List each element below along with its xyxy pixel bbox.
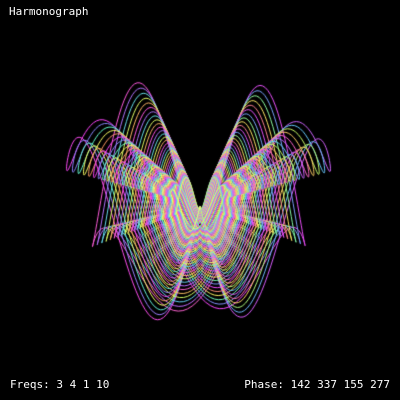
phase-value-3: 155 — [343, 378, 364, 391]
app-title: Harmonograph — [9, 5, 89, 18]
phase-value-2: 337 — [317, 378, 337, 391]
freqs-value-2: 4 — [69, 378, 77, 391]
freqs-readout: Freqs: 3 4 1 10 — [10, 379, 109, 391]
freqs-value-1: 3 — [56, 378, 63, 391]
freqs-value-4: 10 — [96, 378, 110, 391]
phase-label: Phase: — [244, 378, 284, 391]
freqs-value-3: 1 — [82, 378, 90, 391]
phase-value-4: 277 — [370, 378, 390, 391]
phase-value-1: 142 — [290, 378, 311, 391]
freqs-label: Freqs: — [10, 378, 50, 391]
phase-readout: Phase: 142 337 155 277 — [244, 379, 390, 391]
